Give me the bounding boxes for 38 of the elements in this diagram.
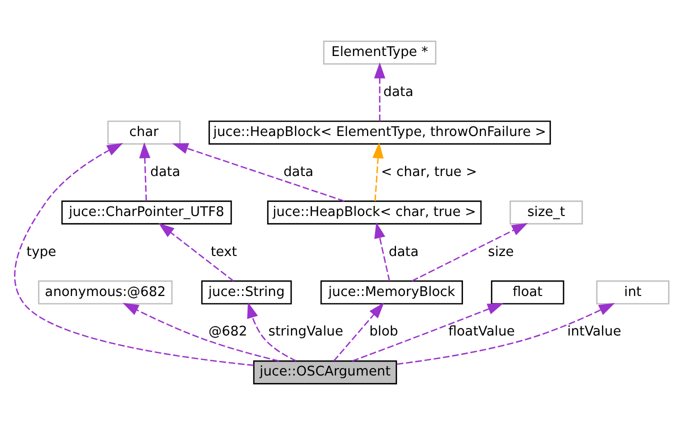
node-box: juce::CharPointer_UTF8 bbox=[61, 200, 232, 224]
edge-label: floatValue bbox=[448, 324, 515, 340]
edge-label: stringValue bbox=[268, 324, 344, 340]
node-box: anonymous:@682 bbox=[38, 280, 173, 304]
arrow bbox=[122, 302, 280, 362]
arrow bbox=[372, 142, 384, 201]
arrow bbox=[333, 302, 384, 361]
arrow bbox=[412, 222, 528, 282]
arrow bbox=[352, 302, 504, 362]
node-box: char bbox=[107, 120, 181, 144]
arrow bbox=[374, 222, 390, 281]
edge-label: size bbox=[488, 244, 514, 260]
node-box: juce::HeapBlock< char, true > bbox=[267, 200, 482, 224]
edge-label: data bbox=[283, 164, 314, 180]
node-box: juce::OSCArgument bbox=[253, 360, 398, 384]
node-box: juce::MemoryBlock bbox=[320, 280, 463, 304]
arrow bbox=[374, 62, 386, 121]
edge-label: data bbox=[150, 164, 180, 180]
arrow bbox=[139, 142, 150, 201]
edge-label: data bbox=[388, 244, 419, 260]
node-box: ElementType * bbox=[323, 40, 436, 64]
edge-label: text bbox=[210, 244, 238, 260]
edge-label: @682 bbox=[208, 324, 248, 340]
arrow bbox=[247, 302, 296, 361]
node-box: size_t bbox=[510, 200, 583, 224]
edge-label: type bbox=[26, 244, 56, 260]
arrow bbox=[396, 302, 615, 364]
node-box: int bbox=[596, 280, 670, 304]
edge-label: intValue bbox=[567, 324, 622, 340]
node-box: float bbox=[490, 280, 564, 304]
node-box: juce::String bbox=[201, 280, 292, 304]
edge-label: < char, true > bbox=[381, 164, 477, 180]
arrow bbox=[14, 142, 254, 366]
edge-label: blob bbox=[369, 324, 398, 340]
edge-label: data bbox=[383, 84, 414, 100]
arrow bbox=[158, 222, 234, 282]
node-box: juce::HeapBlock< ElementType, throwOnFailure > bbox=[208, 120, 551, 144]
arrow bbox=[172, 142, 344, 202]
